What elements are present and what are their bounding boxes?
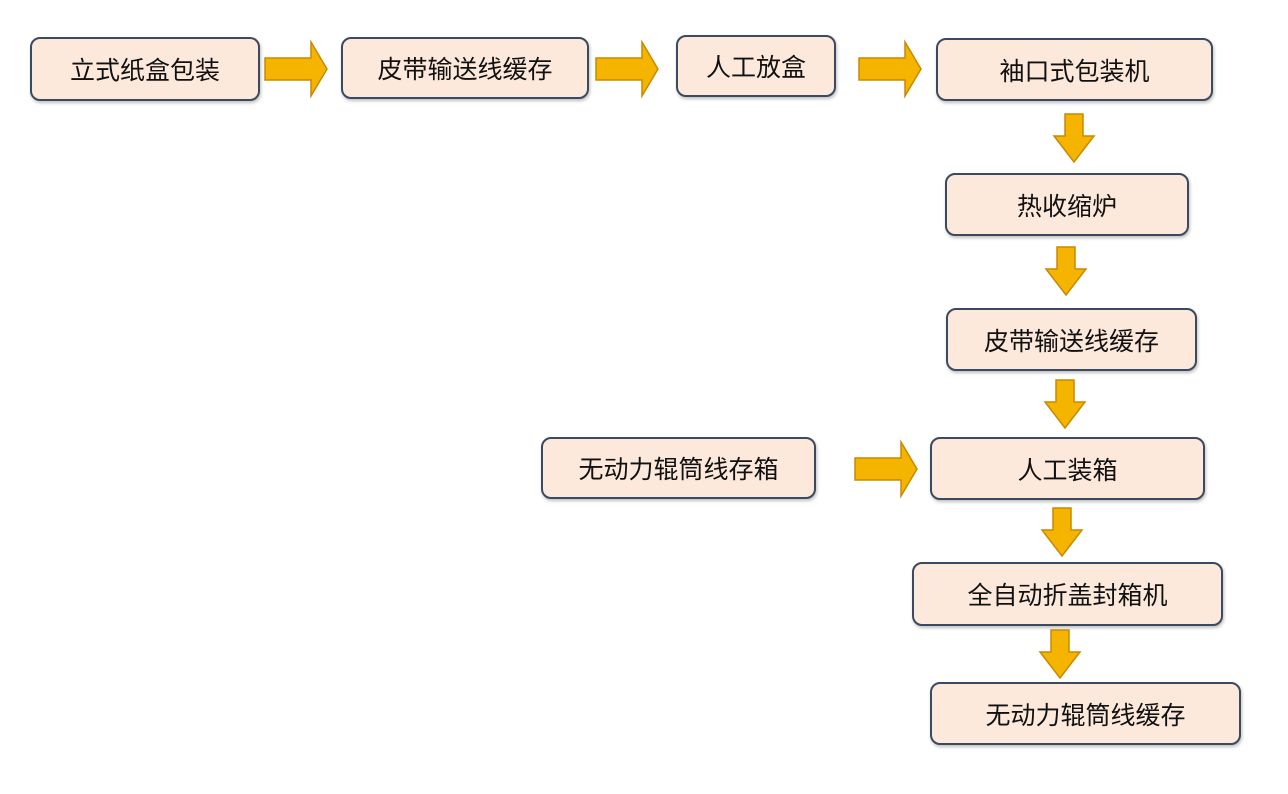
- step-unpowered-roller-buffer: 无动力辊筒线缓存: [930, 682, 1241, 745]
- step-unpowered-roller-case-storage: 无动力辊筒线存箱: [541, 437, 816, 499]
- step-heat-shrink-tunnel: 热收缩炉: [945, 173, 1189, 236]
- arrow-down-4: [1040, 507, 1084, 558]
- arrow-down-5: [1038, 629, 1082, 680]
- arrow-right-3: [858, 39, 922, 99]
- arrow-right-1: [264, 39, 328, 99]
- step-manual-box-placing: 人工放盒: [676, 35, 836, 97]
- step-vertical-carton-packing: 立式纸盒包装: [30, 37, 260, 101]
- arrow-right-2: [595, 39, 659, 99]
- arrow-down-3: [1043, 379, 1087, 430]
- step-belt-conveyor-buffer-1: 皮带输送线缓存: [341, 37, 589, 99]
- step-belt-conveyor-buffer-2: 皮带输送线缓存: [946, 308, 1197, 371]
- step-auto-flap-folding-case-sealer: 全自动折盖封箱机: [912, 562, 1223, 626]
- arrow-down-2: [1044, 246, 1088, 297]
- step-manual-case-packing: 人工装箱: [930, 437, 1205, 500]
- arrow-down-1: [1052, 113, 1096, 164]
- arrow-right-4: [854, 439, 918, 499]
- step-sleeve-wrapping-machine: 袖口式包装机: [936, 38, 1213, 101]
